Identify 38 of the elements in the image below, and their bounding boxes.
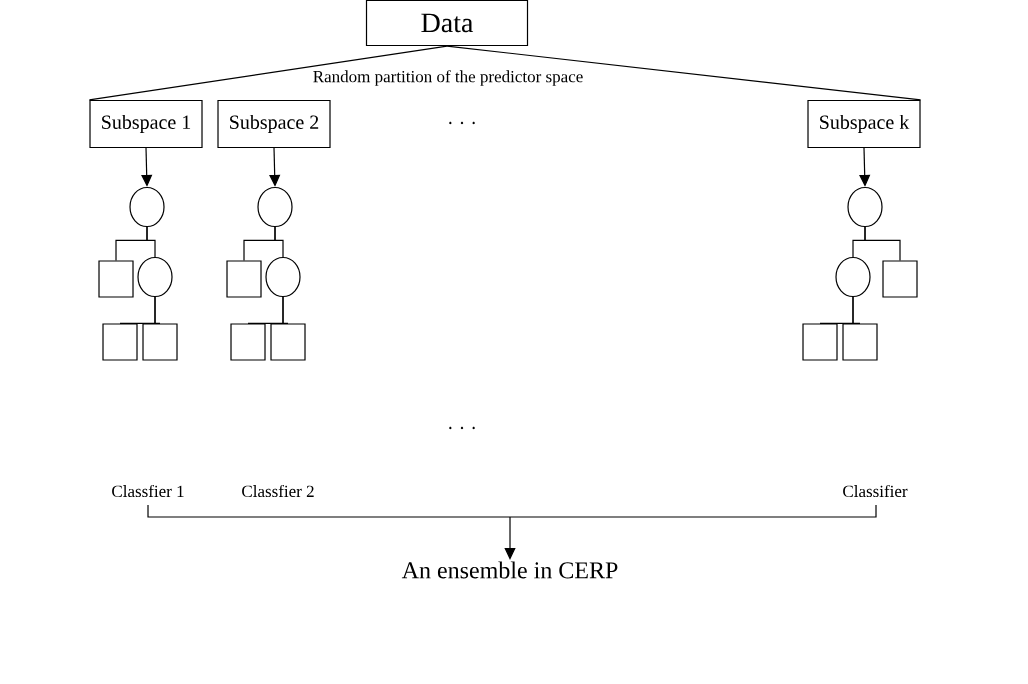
tree-square: [882, 260, 918, 298]
classifier-label: Classifier: [843, 484, 908, 498]
tree-square: [142, 323, 178, 361]
tree-branch: [154, 296, 161, 324]
tree-square: [230, 323, 266, 361]
tree-square: [842, 323, 878, 361]
classifier-label: Classfier 1: [112, 484, 184, 498]
tree-branch: [852, 296, 861, 324]
partition-line: [446, 45, 922, 101]
arrow: [269, 147, 281, 187]
tree-square: [802, 323, 838, 361]
arrow: [504, 516, 516, 560]
tree-square: [270, 323, 306, 361]
tree-branch: [282, 296, 289, 324]
tree-branch: [864, 226, 901, 261]
arrow: [859, 147, 871, 187]
tree-circle: [847, 186, 883, 228]
tree-branch: [274, 226, 284, 258]
tree-circle: [137, 256, 173, 298]
tree-square: [98, 260, 134, 298]
ellipsis: . . .: [449, 426, 475, 430]
tree-circle: [835, 256, 871, 298]
subspace-box: Subspace 1: [89, 99, 203, 149]
data-box: Data: [365, 0, 529, 47]
subspace-box: Subspace 2: [217, 99, 331, 149]
tree-circle: [265, 256, 301, 298]
partition-line: [88, 45, 448, 101]
ellipsis: . . .: [449, 121, 475, 125]
tree-square: [226, 260, 262, 298]
result-text: An ensemble in CERP: [401, 561, 618, 579]
tree-circle: [129, 186, 165, 228]
tree-branch: [146, 226, 156, 258]
arrow: [141, 147, 153, 187]
subspace-box: Subspace k: [807, 99, 921, 149]
caption-text: Random partition of the predictor space: [313, 70, 583, 86]
bracket: [147, 504, 877, 518]
tree-square: [102, 323, 138, 361]
tree-circle: [257, 186, 293, 228]
